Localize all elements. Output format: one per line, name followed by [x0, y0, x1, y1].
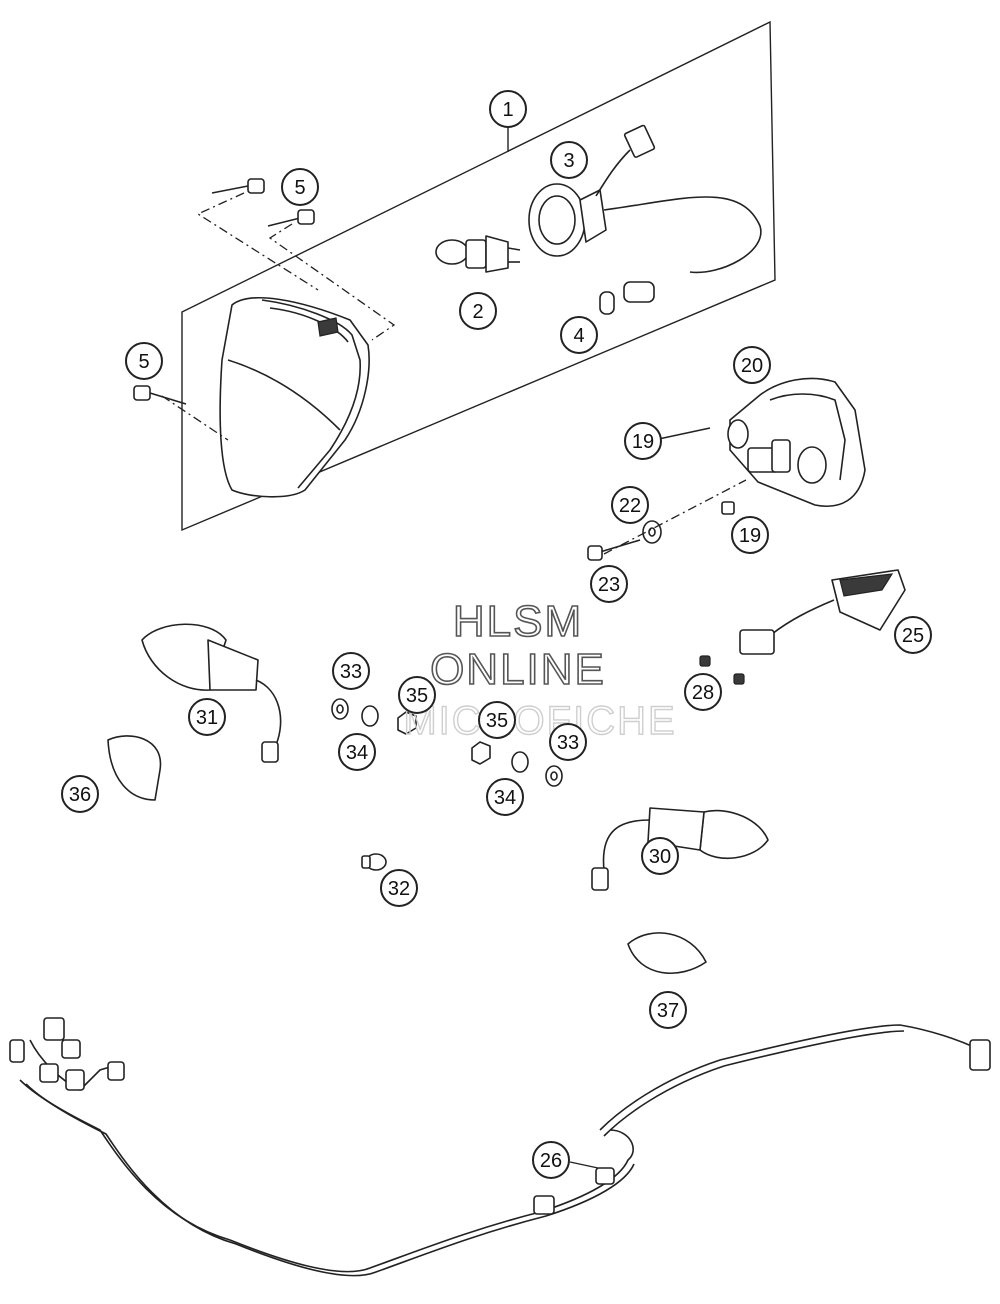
- parking-bulb: [599, 291, 615, 315]
- watermark: HLSM ONLINE MICROFICHE: [403, 596, 676, 744]
- screw-19-lower: [721, 501, 735, 515]
- indicator-lens-right: [627, 932, 707, 974]
- callout-23-label: 23: [598, 574, 620, 596]
- callout-26-label: 26: [540, 1150, 562, 1172]
- indicator-right: [591, 807, 769, 891]
- callout-1[interactable]: 1: [489, 90, 527, 128]
- callout-37-label: 37: [657, 1000, 679, 1022]
- bolt-middle: [267, 209, 315, 227]
- callout-26[interactable]: 26: [532, 1141, 570, 1179]
- headlight-bulb: [435, 235, 521, 273]
- watermark-line2: ONLINE: [430, 645, 606, 694]
- bolt-left: [133, 385, 187, 405]
- callout-19-lower[interactable]: 19: [731, 516, 769, 554]
- callout-25[interactable]: 25: [894, 616, 932, 654]
- bolt-23: [587, 539, 641, 561]
- callout-31[interactable]: 31: [188, 698, 226, 736]
- callout-28-label: 28: [692, 682, 714, 704]
- callout-35-left-label: 35: [406, 685, 428, 707]
- lock-washer-34-right: [511, 751, 529, 773]
- headlight-housing: [219, 296, 370, 498]
- bulb-socket: [528, 124, 762, 303]
- callout-4[interactable]: 4: [560, 316, 598, 354]
- wiring-harness: [9, 1017, 991, 1277]
- callout-32[interactable]: 32: [380, 869, 418, 907]
- callout-20-label: 20: [741, 355, 763, 377]
- callout-34-right-label: 34: [494, 787, 516, 809]
- callout-5-left-label: 5: [138, 351, 149, 373]
- nut-35-right: [471, 741, 491, 765]
- callout-35-left[interactable]: 35: [398, 676, 436, 714]
- washer-22: [642, 520, 662, 544]
- callout-25-label: 25: [902, 625, 924, 647]
- callout-5-upper-label: 5: [294, 177, 305, 199]
- bolt-upper: [211, 178, 265, 194]
- callout-31-label: 31: [196, 707, 218, 729]
- callout-35-right[interactable]: 35: [478, 701, 516, 739]
- callout-36-label: 36: [69, 784, 91, 806]
- callout-19-lower-label: 19: [739, 525, 761, 547]
- callout-30-label: 30: [649, 846, 671, 868]
- callout-3[interactable]: 3: [550, 141, 588, 179]
- callout-37[interactable]: 37: [649, 991, 687, 1029]
- headlight-mount: [727, 377, 866, 507]
- callout-36[interactable]: 36: [61, 775, 99, 813]
- callout-33-left-label: 33: [340, 661, 362, 683]
- washer-33-right: [545, 765, 563, 787]
- callout-22-label: 22: [619, 495, 641, 517]
- callout-34-right[interactable]: 34: [486, 778, 524, 816]
- callout-5-upper[interactable]: 5: [281, 168, 319, 206]
- bulb-32: [361, 853, 387, 871]
- callout-22[interactable]: 22: [611, 486, 649, 524]
- callout-2[interactable]: 2: [459, 292, 497, 330]
- callout-28[interactable]: 28: [684, 673, 722, 711]
- callout-labels: 1 2 3 4 5 5 19 19 20 22 23 25 26 28 30 3…: [61, 90, 932, 1179]
- callout-23[interactable]: 23: [590, 565, 628, 603]
- license-plate-light: [739, 569, 906, 655]
- callout-20[interactable]: 20: [733, 346, 771, 384]
- callout-2-label: 2: [472, 301, 483, 323]
- callout-3-label: 3: [563, 150, 574, 172]
- indicator-lens-left: [107, 735, 162, 801]
- callout-35-right-label: 35: [486, 710, 508, 732]
- leader-26: [569, 1161, 599, 1169]
- callout-5-left[interactable]: 5: [125, 342, 163, 380]
- callout-32-label: 32: [388, 878, 410, 900]
- washer-33-left: [331, 698, 349, 720]
- callout-4-label: 4: [573, 325, 584, 347]
- indicator-left: [141, 623, 282, 763]
- mounting-line-2: [268, 223, 396, 341]
- callout-34-left[interactable]: 34: [338, 733, 376, 771]
- callout-33-left[interactable]: 33: [332, 652, 370, 690]
- watermark-line3: MICROFICHE: [403, 699, 676, 743]
- mounting-line-1: [196, 192, 319, 291]
- nut-35-left: [397, 711, 417, 735]
- callout-19-upper-label: 19: [632, 431, 654, 453]
- callout-19-upper[interactable]: 19: [624, 422, 662, 460]
- mounting-line-3: [161, 395, 229, 441]
- callout-33-right-label: 33: [557, 732, 579, 754]
- watermark-line1: HLSM: [453, 597, 583, 646]
- mounting-line-4: [603, 479, 747, 555]
- callout-34-left-label: 34: [346, 742, 368, 764]
- callout-1-label: 1: [502, 99, 513, 121]
- screw-28: [699, 655, 745, 685]
- callout-30[interactable]: 30: [641, 837, 679, 875]
- callout-33-right[interactable]: 33: [549, 723, 587, 761]
- headlight-assembly-frame: [181, 20, 776, 532]
- lock-washer-34-left: [361, 705, 379, 727]
